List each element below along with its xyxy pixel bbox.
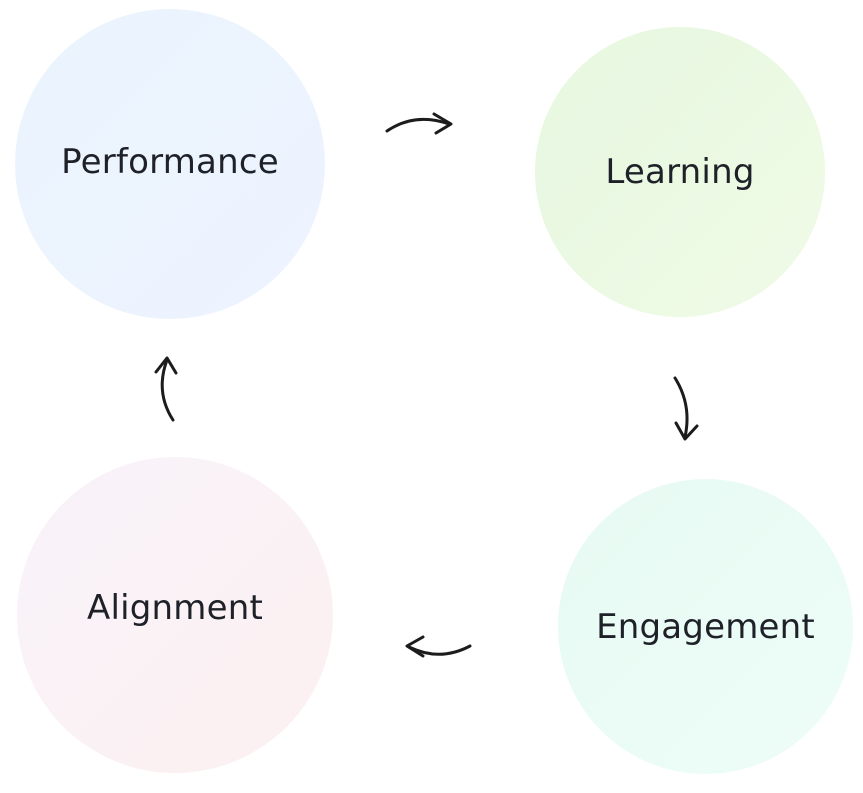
node-label-engagement: Engagement — [596, 606, 815, 647]
node-performance: Performance — [15, 9, 325, 319]
node-label-learning: Learning — [605, 152, 755, 192]
node-label-performance: Performance — [61, 142, 279, 182]
curved-arrow-left-icon — [405, 635, 472, 658]
node-alignment: Alignment — [17, 457, 333, 773]
node-engagement: Engagement — [558, 479, 853, 774]
curved-arrow-down-icon — [673, 376, 699, 441]
node-learning: Learning — [535, 27, 825, 317]
curved-arrow-up-icon — [154, 356, 178, 422]
curved-arrow-right-icon — [385, 112, 453, 135]
node-label-alignment: Alignment — [86, 588, 263, 628]
